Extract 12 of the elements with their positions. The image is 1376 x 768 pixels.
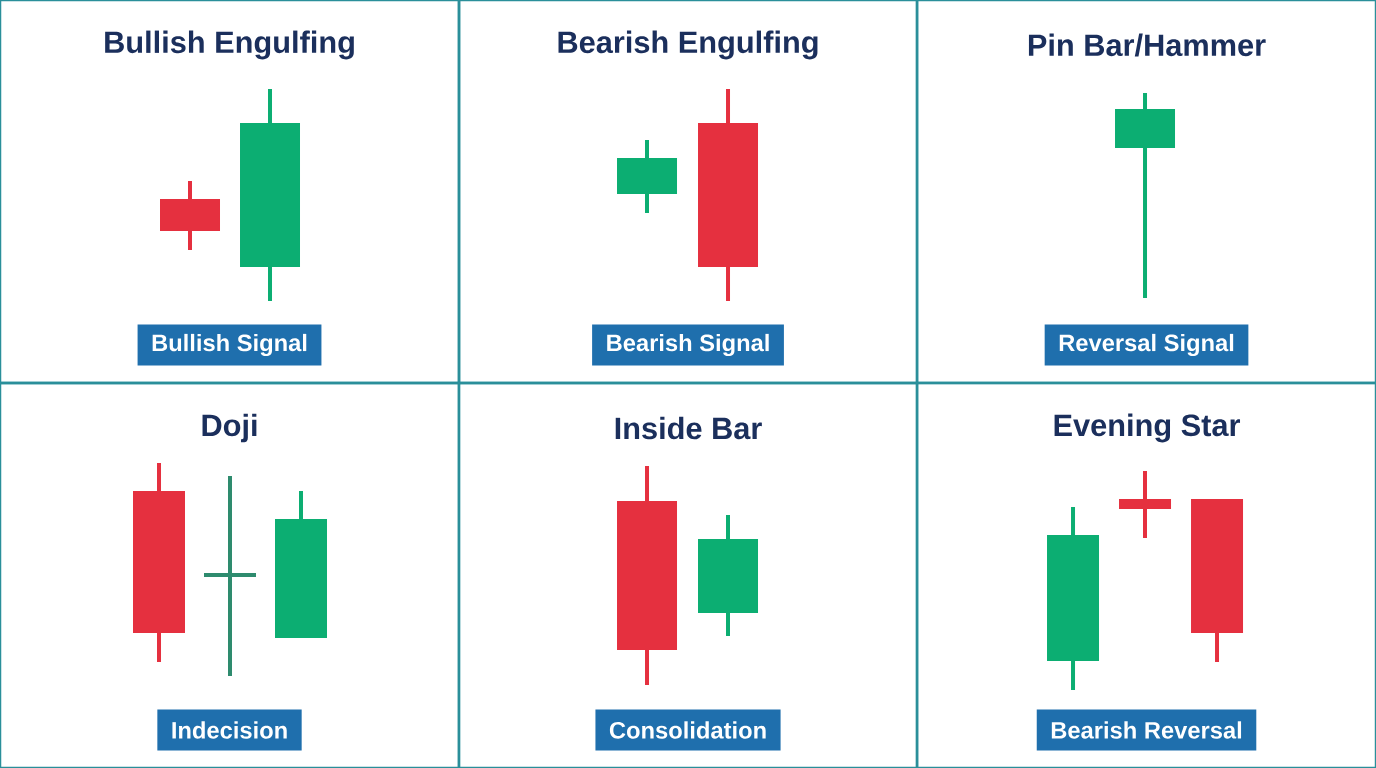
signal-badge: Bearish Reversal <box>1036 709 1257 751</box>
signal-badge: Bearish Signal <box>592 324 784 366</box>
signal-badge: Bullish Signal <box>137 324 322 366</box>
panel-title: Bullish Engulfing <box>105 30 354 60</box>
panel-title: Bearish Engulfing <box>558 30 818 60</box>
panel-title: Doji <box>202 413 257 443</box>
signal-badge: Consolidation <box>595 709 781 751</box>
panel-title: Inside Bar <box>615 416 762 440</box>
signal-badge: Indecision <box>157 709 302 751</box>
signal-badge: Reversal Signal <box>1044 324 1249 366</box>
panel-title: Pin Bar/Hammer <box>1028 33 1266 57</box>
panel-title: Evening Star <box>1054 413 1240 443</box>
